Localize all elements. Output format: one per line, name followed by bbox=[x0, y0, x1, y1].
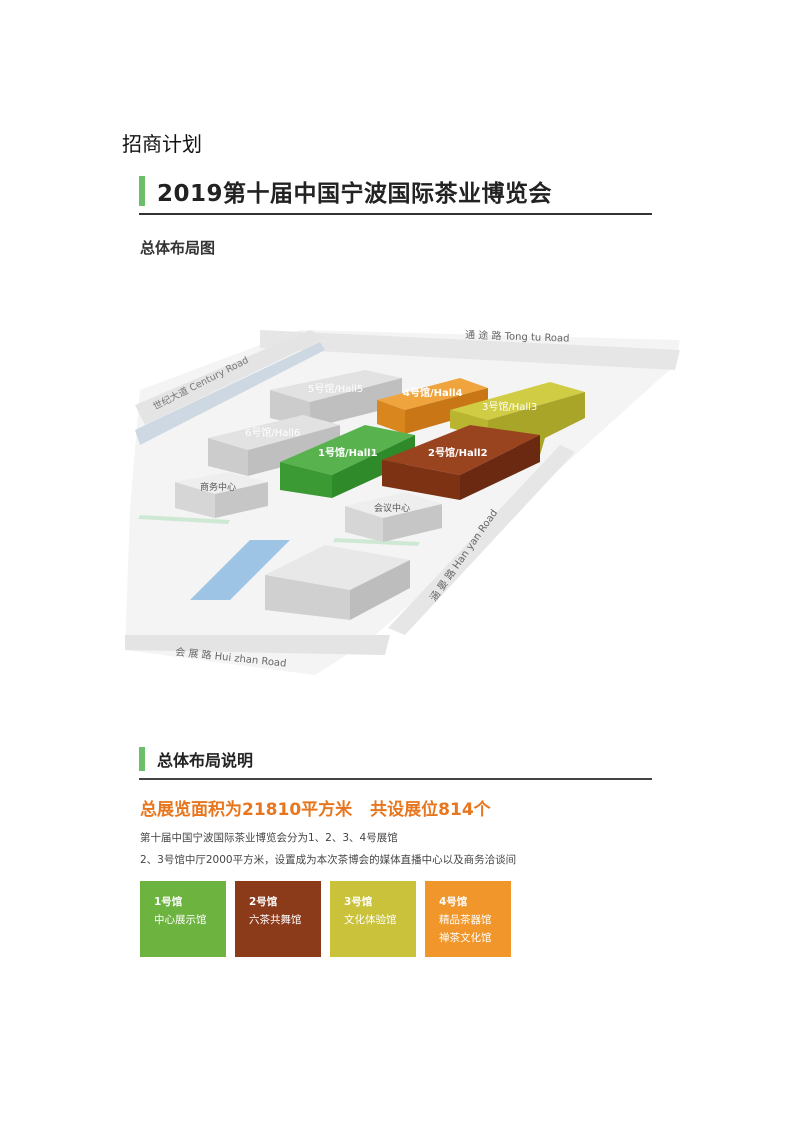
tongtu-road bbox=[260, 330, 680, 370]
pond bbox=[190, 540, 290, 600]
business-center-front bbox=[175, 482, 215, 518]
booth-count-text: 共设展位814个 bbox=[370, 800, 491, 820]
hall1-label: 1号馆/Hall1 bbox=[318, 446, 378, 459]
section-divider bbox=[139, 778, 652, 780]
business-center-label: 商务中心 bbox=[200, 481, 236, 493]
highlight-stats: 总展览面积为21810平方米共设展位814个 bbox=[140, 795, 491, 820]
layout-description-title: 总体布局说明 bbox=[139, 747, 253, 771]
hall6-front bbox=[208, 438, 248, 476]
hall1-side bbox=[332, 435, 415, 498]
hall-card-subtitle: 禅茶文化馆 bbox=[439, 932, 492, 944]
hall-card-title: 2号馆 bbox=[249, 896, 278, 908]
conference-center-front bbox=[345, 506, 383, 542]
hall-card-subtitle: 中心展示馆 bbox=[154, 914, 207, 926]
hall4-label: 4号馆/Hall4 bbox=[403, 386, 463, 399]
hall-cards: 1号馆 中心展示馆 2号馆 六茶共舞馆 3号馆 文化体验馆 4号馆 精品茶器馆 … bbox=[140, 881, 511, 957]
hall5-side bbox=[310, 378, 402, 428]
hall-card-4: 4号馆 精品茶器馆 禅茶文化馆 bbox=[425, 881, 511, 957]
hall1-top bbox=[280, 425, 415, 475]
hall-card-1: 1号馆 中心展示馆 bbox=[140, 881, 226, 957]
hall-card-subtitle: 文化体验馆 bbox=[344, 914, 397, 926]
hall3-top bbox=[450, 382, 585, 420]
main-title: 2019第十届中国宁波国际茶业博览会 bbox=[139, 174, 552, 208]
document-heading: 招商计划 bbox=[122, 132, 202, 156]
green-strip bbox=[138, 515, 230, 524]
river bbox=[135, 342, 325, 445]
hall-card-title: 3号馆 bbox=[344, 896, 373, 908]
section-accent-bar bbox=[139, 747, 145, 771]
green-strip bbox=[333, 538, 420, 546]
title-divider bbox=[139, 213, 652, 215]
business-center-side bbox=[215, 482, 268, 518]
hall5-label: 5号馆/Hall5 bbox=[308, 382, 363, 395]
hall2-front bbox=[382, 460, 460, 500]
hall-card-title: 4号馆 bbox=[439, 896, 468, 908]
venue-layout-map: 5号馆/Hall5 6号馆/Hall6 商务中心 会议中心 4号馆/Hall4 … bbox=[125, 328, 680, 675]
hall-card-title: 1号馆 bbox=[154, 896, 183, 908]
title-accent-bar bbox=[139, 176, 145, 206]
total-area-text: 总展览面积为21810平方米 bbox=[140, 800, 353, 820]
hall-card-3: 3号馆 文化体验馆 bbox=[330, 881, 416, 957]
conference-center-side bbox=[383, 504, 442, 542]
century-road bbox=[135, 330, 325, 425]
hall6-label: 6号馆/Hall6 bbox=[245, 426, 300, 439]
hall2-label: 2号馆/Hall2 bbox=[428, 446, 488, 459]
tongtu-road-label: 通 途 路 Tong tu Road bbox=[465, 328, 570, 345]
bottom-block-top bbox=[265, 545, 410, 590]
hall1-front bbox=[280, 462, 332, 498]
hall2-side bbox=[460, 435, 540, 500]
business-center-top bbox=[175, 472, 268, 494]
hall4-front bbox=[377, 400, 405, 434]
hall-card-2: 2号馆 六茶共舞馆 bbox=[235, 881, 321, 957]
layout-description-title-text: 总体布局说明 bbox=[157, 751, 254, 770]
bottom-block-side bbox=[350, 560, 410, 620]
hall5-top bbox=[270, 370, 402, 402]
huizhan-road bbox=[125, 635, 390, 655]
layout-label: 总体布局图 bbox=[140, 239, 216, 257]
hall6-top bbox=[208, 415, 340, 450]
hall4-side bbox=[405, 388, 488, 434]
hall3-label: 3号馆/Hall3 bbox=[482, 400, 537, 413]
hall-card-subtitle: 六茶共舞馆 bbox=[249, 914, 302, 926]
description-line: 第十届中国宁波国际茶业博览会分为1、2、3、4号展馆 bbox=[140, 832, 398, 844]
description-line: 2、3号馆中厅2000平方米，设置成为本次茶博会的媒体直播中心以及商务洽谈间 bbox=[140, 854, 517, 866]
main-title-text: 2019第十届中国宁波国际茶业博览会 bbox=[157, 181, 553, 207]
hall2-top bbox=[382, 425, 540, 475]
hanyan-road bbox=[388, 445, 575, 635]
conference-center-top bbox=[345, 492, 442, 518]
hall-card-subtitle: 精品茶器馆 bbox=[439, 914, 492, 926]
bottom-block-front bbox=[265, 575, 350, 620]
hall4-top bbox=[377, 378, 488, 410]
conference-center-label: 会议中心 bbox=[374, 502, 410, 514]
hall6-side bbox=[248, 425, 340, 476]
